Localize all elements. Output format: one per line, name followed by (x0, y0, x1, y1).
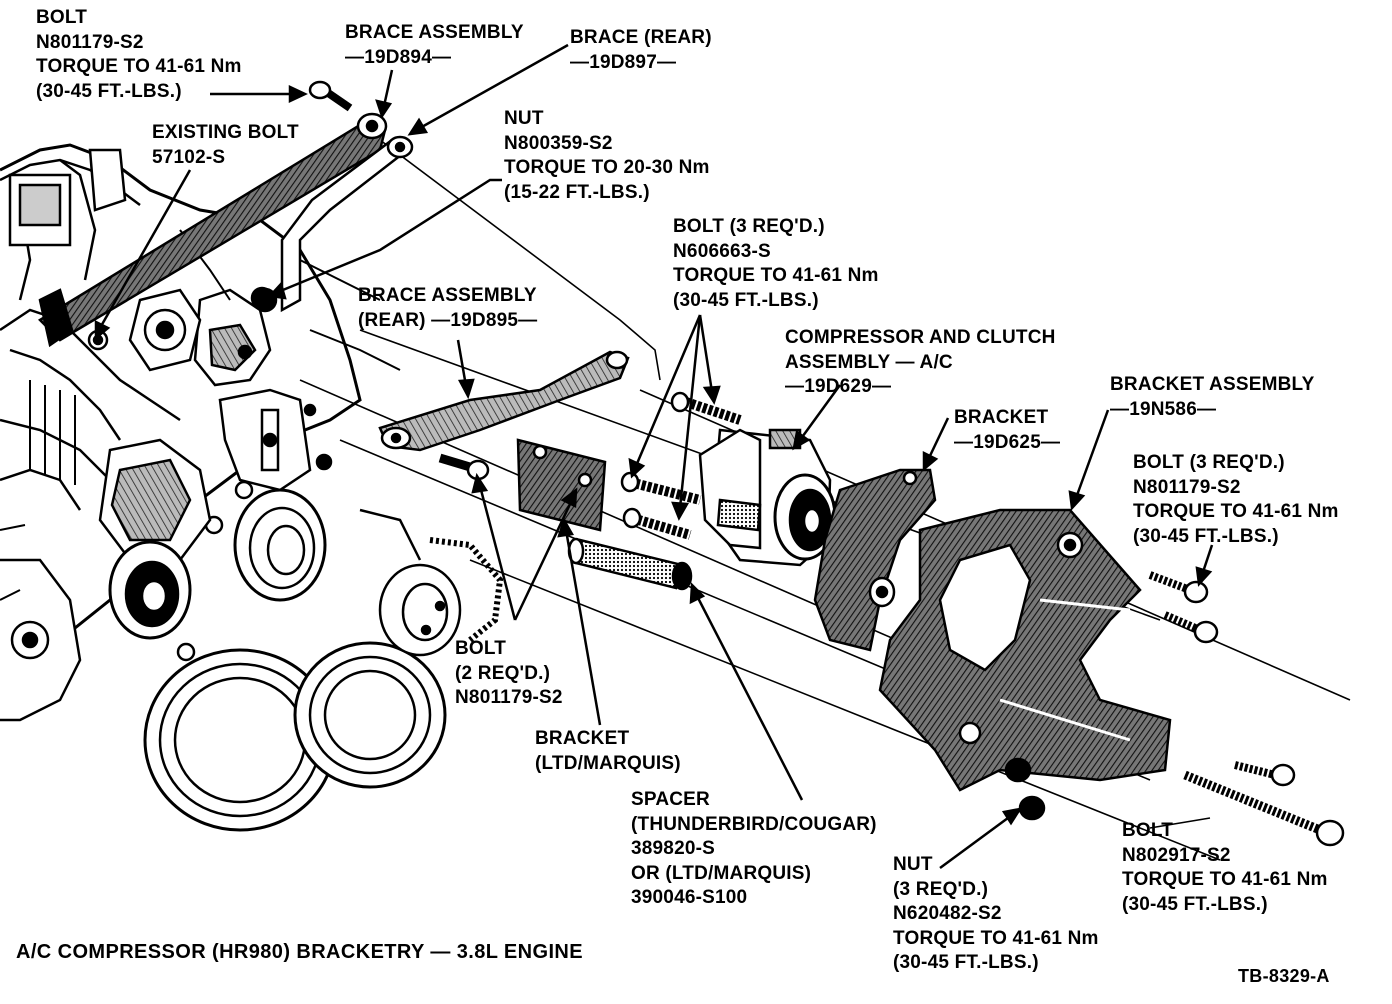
spacer (567, 537, 693, 591)
callout-brace-rear-top: BRACE (REAR)—19D897— (570, 27, 712, 73)
callout-brace-assembly-top: BRACE ASSEMBLY—19D894— (345, 22, 524, 68)
bracket-ltd-marquis (438, 438, 607, 532)
brace-assembly-rear-19d895 (378, 350, 630, 452)
bracket-assembly-19n586 (878, 508, 1172, 792)
right-hardware (1004, 571, 1345, 847)
callout-bracket-assembly: BRACKET ASSEMBLY—19N586— (1110, 374, 1315, 420)
compressor-and-clutch (698, 428, 837, 567)
brace-rear-19d897 (280, 135, 414, 313)
callout-bracket-19d625: BRACKET—19D625— (954, 407, 1061, 453)
callout-bracket-ltd: BRACKET(LTD/MARQUIS) (535, 728, 681, 774)
leader-lines (94, 43, 1214, 870)
callout-bolt-2: BOLT(2 REQ'D.)N801179-S2 (455, 638, 563, 708)
callout-brace-assembly-rear: BRACE ASSEMBLY(REAR) —19D895— (358, 285, 538, 331)
engine-block (0, 143, 504, 832)
compressor-bolts (620, 391, 742, 540)
figure-number: TB-8329-A (1238, 966, 1330, 986)
bracket-19d625 (813, 468, 937, 652)
brace-assembly-19d894 (37, 112, 388, 348)
figure-caption: A/C COMPRESSOR (HR980) BRACKETRY — 3.8L … (16, 941, 584, 963)
